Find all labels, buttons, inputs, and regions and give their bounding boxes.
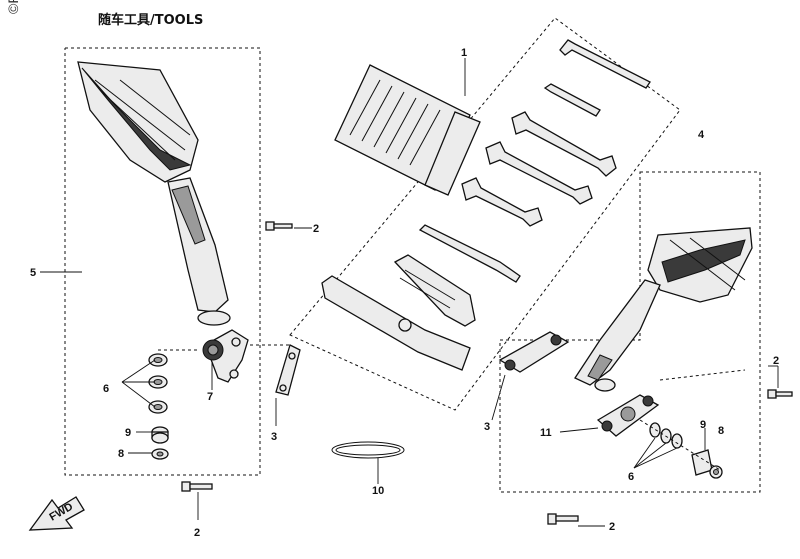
left-washer-stack [148, 349, 200, 414]
left-mirror-stem [167, 177, 231, 326]
callout-11: 11 [540, 427, 552, 439]
fwd-arrow: FWD [28, 496, 85, 531]
right-fastener-axis [639, 419, 721, 471]
right-washers-6 [649, 422, 683, 449]
callout-4: 4 [698, 129, 705, 141]
spark-plug-wrench [321, 275, 471, 371]
callout-8-left: 8 [118, 448, 124, 460]
right-assembly-axis [659, 369, 746, 381]
right-nut-8 [709, 465, 723, 479]
tools-group-box [289, 17, 681, 411]
hex-key-small [543, 83, 601, 117]
callout-5: 5 [30, 267, 36, 279]
watermark-text: ©P [5, 0, 21, 14]
bolt-2-bottom-right [547, 513, 579, 525]
screwdriver [418, 224, 521, 283]
callout-10: 10 [372, 485, 384, 497]
wrench-3 [461, 177, 543, 227]
callout-2-bottom-right: 2 [609, 521, 615, 533]
callout-6-left: 6 [103, 383, 109, 395]
callout-7: 7 [207, 391, 213, 403]
right-mirror-group-box [499, 171, 761, 493]
tool-bag [334, 64, 481, 196]
left-nut-9 [151, 426, 169, 444]
callout-9-right: 9 [700, 419, 706, 431]
leader-lines [40, 58, 779, 527]
callout-1: 1 [461, 47, 467, 59]
hex-key-large [559, 39, 651, 89]
right-mount-base-11 [596, 394, 660, 437]
left-nut-8 [151, 448, 169, 460]
callout-9-left: 9 [125, 427, 131, 439]
bolt-2-right [767, 389, 793, 399]
callout-2-right: 2 [773, 355, 779, 367]
right-nut-9 [691, 449, 713, 476]
bolt-2-bottom-left [181, 481, 213, 492]
callout-6-right: 6 [628, 471, 634, 483]
callout-3-left: 3 [271, 431, 277, 443]
left-bracket-plate-3 [250, 344, 301, 396]
callout-8-right: 8 [718, 425, 724, 437]
left-mirror [77, 61, 199, 183]
right-mirror [647, 227, 753, 303]
diagram-title: 随车工具/TOOLS [98, 12, 203, 28]
callout-3-right: 3 [484, 421, 490, 433]
wrench-2 [485, 141, 593, 205]
callout-2-top: 2 [313, 223, 319, 235]
callout-2-bottom-left: 2 [194, 527, 200, 539]
rubber-band-10 [331, 441, 405, 459]
right-gasket-plate-3 [498, 331, 570, 373]
screwdriver-handle [393, 254, 476, 327]
bolt-2-top [265, 221, 293, 231]
wrench-1 [511, 111, 617, 177]
right-mirror-stem [574, 279, 661, 392]
left-mount-bracket [202, 329, 249, 383]
